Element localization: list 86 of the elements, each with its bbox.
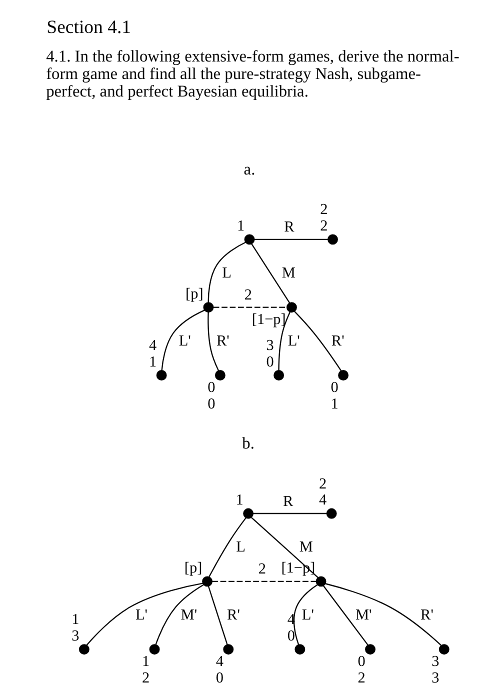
node-circle [202,302,214,313]
connector [86,582,202,646]
node-label: 1 [236,218,244,235]
node-circle [222,644,234,655]
edge-label: L' [287,332,300,350]
connector [292,584,318,645]
node-circle [214,370,225,380]
connector [212,306,286,308]
connector [278,312,290,370]
node-label: 4 [215,653,223,670]
node-circle [315,576,326,587]
node-circle [294,644,305,655]
node-label: 4 [318,492,326,509]
edge-label: M [298,538,312,556]
connector [254,238,328,240]
node-label: 2 [141,670,150,687]
node-circle [273,370,284,380]
connector [207,312,219,371]
node-circle [242,508,254,519]
edge-label: L [236,538,244,556]
node-label: 1 [71,611,79,628]
edge-label: R [284,218,294,236]
node-label: 3 [71,627,79,644]
node-label: 4 [148,336,156,354]
node-label: 1 [235,492,243,509]
connector [252,512,326,514]
edge-label: R' [420,606,433,624]
connector [208,517,246,578]
node-label: 0 [357,653,365,670]
node-circle [338,370,348,380]
node-label: 2 [318,475,326,492]
node-label: 2 [357,670,365,687]
connector [212,580,316,582]
node-label: 0 [215,670,223,687]
node-label: 0 [207,379,215,396]
edge-label: R' [216,332,229,350]
label: 4.1. In the following extensive-form games, derive the normal-form game and find all the pure-strategy Nash, subgame-perfect, and perfect Bayesian equilibria. [46,46,459,101]
node-circle [78,644,89,655]
node-circle [148,644,160,655]
node-label: 3 [266,336,274,354]
node-label: 3 [431,653,439,670]
connector [250,243,290,304]
node-label: 0 [286,627,294,644]
node-label: 1 [148,353,156,370]
node-label: 0 [266,353,274,370]
node-circle [202,576,212,587]
node-label: 0 [330,379,338,396]
edge-label: M' [180,606,197,624]
node-circle [244,234,254,245]
edge-label: M [281,264,295,282]
connector [322,585,368,646]
label: b. [242,434,254,453]
label: a. [243,160,255,179]
node-circle [286,302,296,313]
node-circle [327,234,338,245]
connector [154,584,204,645]
edge-label: 2 [258,560,266,578]
node-label: [p] [185,285,203,302]
edge-label: M' [355,606,372,624]
edge-label: R' [226,606,240,624]
connector [207,242,246,302]
node-label: [p] [184,560,202,577]
node-label: 1 [330,396,338,413]
edge-label: L' [178,332,190,350]
node-label: 0 [207,396,215,413]
node-label: [1−p] [251,311,286,328]
edge-label: L' [134,606,148,624]
edge-label: R' [330,332,344,350]
node-label: 2 [320,201,328,218]
connector [294,310,342,372]
edge-label: L [222,264,230,282]
connector [207,586,228,645]
node-label: 2 [320,218,328,235]
connector [160,310,204,370]
node-circle [156,370,166,380]
connector [324,583,441,646]
edge-label: R [282,492,293,510]
edge-label: L' [301,606,314,624]
diagram-title: Section 4.1 [46,16,131,38]
connector [250,517,318,578]
node-circle [438,644,449,655]
edge-label: 2 [244,286,252,304]
node-circle [326,508,336,519]
node-label: 1 [141,653,150,670]
node-circle [364,644,375,655]
node-label: 3 [431,670,439,687]
